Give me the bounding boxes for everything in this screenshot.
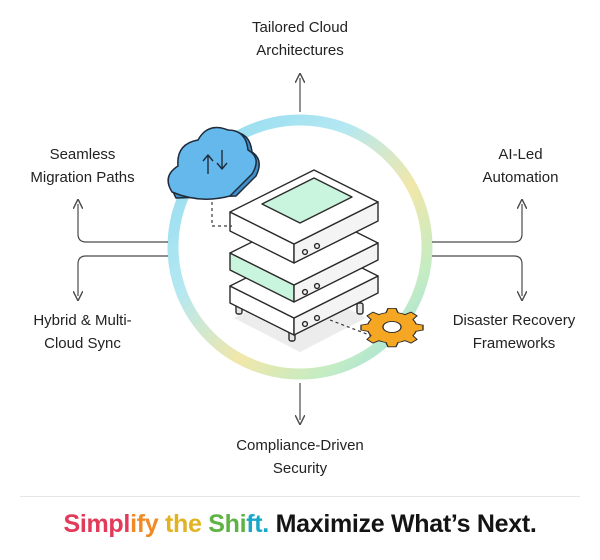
tagline-emphasis: Maximize What’s Next. [275,510,537,538]
label-line: Hybrid & Multi- [33,312,132,329]
server-stack-icon [229,169,379,352]
tagline-segment: ify [130,510,165,538]
label-hybrid-multi-cloud-sync: Hybrid & Multi- Cloud Sync [0,309,165,355]
arrow-upper-left [78,204,168,243]
label-line: Migration Paths [30,169,135,186]
tagline-segment: ft. [246,510,269,538]
gear-link-dashed [329,319,373,337]
cloud-link-dashed [211,190,232,227]
label-tailored-cloud-architectures: Tailored Cloud Architectures [200,16,400,62]
label-seamless-migration-paths: Seamless Migration Paths [0,143,165,189]
label-line: Security [272,460,328,477]
label-line: Architectures [256,42,344,59]
tagline-segment: the [164,510,209,538]
label-disaster-recovery-frameworks: Disaster Recovery Frameworks [428,309,600,355]
label-line: Automation [482,169,559,186]
gear-icon [360,307,424,348]
label-line: Disaster Recovery [452,312,576,329]
tagline: Simplify the Shift. Maximize What’s Next… [0,510,600,539]
arrow-upper-right [432,204,522,243]
divider [20,496,580,497]
connectors [78,78,522,420]
arrow-lower-left [78,255,168,296]
label-compliance-driven-security: Compliance-Driven Security [195,434,405,480]
cloud-sync-icon [167,126,260,200]
diagram-art [0,0,600,500]
tagline-segment: Shi [208,510,247,538]
label-line: Cloud Sync [44,335,121,352]
tagline-segment: Simpl [63,510,131,538]
label-line: Frameworks [472,335,556,352]
label-line: Compliance-Driven [236,437,364,454]
label-line: AI-Led [498,146,543,163]
label-ai-led-automation: AI-Led Automation [438,143,600,189]
gradient-ring [167,114,433,380]
label-line: Seamless [49,146,116,163]
arrow-lower-right [432,255,522,296]
label-line: Tailored Cloud [252,19,348,36]
